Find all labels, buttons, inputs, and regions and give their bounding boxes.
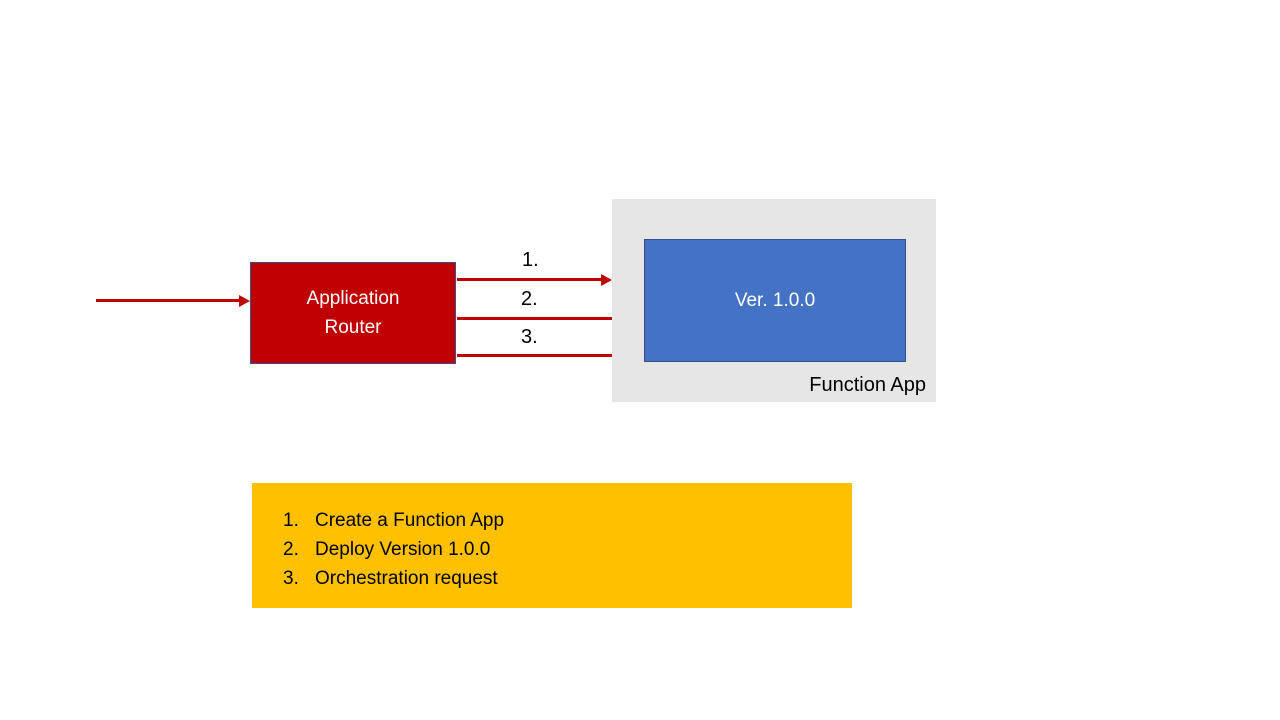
legend-item-number: 3. bbox=[283, 568, 299, 589]
arrow-2 bbox=[457, 317, 632, 320]
function-app-container: Ver. 1.0.0 Function App bbox=[612, 199, 936, 402]
legend-item-text: Create a Function App bbox=[315, 510, 505, 531]
legend-item-number: 1. bbox=[283, 510, 299, 531]
application-router-label: Application Router bbox=[306, 288, 400, 338]
legend-item-number: 2. bbox=[283, 539, 299, 560]
arrow-1 bbox=[457, 278, 601, 281]
application-router-box: Application Router bbox=[250, 262, 456, 364]
arrow-3 bbox=[457, 354, 632, 357]
legend-item: 1. Create a Function App bbox=[283, 506, 852, 535]
incoming-arrow bbox=[96, 299, 239, 302]
function-app-label: Function App bbox=[809, 374, 926, 396]
arrow-2-label: 2. bbox=[521, 288, 538, 310]
legend-item: 2. Deploy Version 1.0.0 bbox=[283, 535, 852, 564]
legend-item-text: Deploy Version 1.0.0 bbox=[315, 539, 491, 560]
legend-box: 1. Create a Function App 2. Deploy Versi… bbox=[252, 483, 852, 608]
arrow-3-label: 3. bbox=[521, 326, 538, 348]
version-box: Ver. 1.0.0 bbox=[644, 239, 906, 362]
legend-item: 3. Orchestration request bbox=[283, 564, 852, 593]
legend-item-text: Orchestration request bbox=[315, 568, 498, 589]
arrow-1-label: 1. bbox=[522, 249, 539, 271]
version-label: Ver. 1.0.0 bbox=[734, 289, 816, 311]
